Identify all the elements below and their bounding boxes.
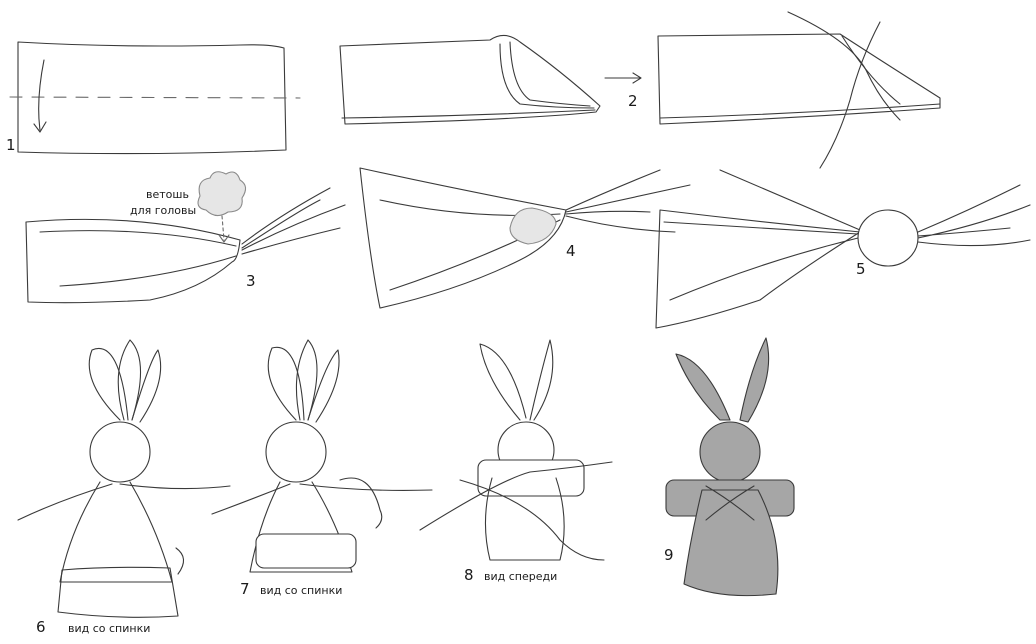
thread [820, 22, 880, 168]
body [684, 490, 778, 596]
step-2-rolled [658, 12, 940, 168]
step-8-doll [420, 340, 612, 560]
step-5-doll [656, 170, 1030, 328]
arm-roll [256, 534, 356, 568]
step-6-caption: вид со спинки [68, 622, 150, 635]
step-4-number: 4 [566, 242, 576, 260]
step-7-caption: вид со спинки [260, 584, 342, 597]
step-1-number: 1 [6, 136, 16, 154]
step-3-note-line1: ветошь [146, 188, 189, 201]
step-9-number: 9 [664, 546, 674, 564]
step-2-fabric [340, 35, 641, 124]
step-8-number: 8 [464, 566, 474, 584]
step-5-number: 5 [856, 260, 866, 278]
curl-arrow [176, 548, 184, 574]
step-3-note-line2: для головы [130, 204, 196, 217]
curl-arrow [340, 478, 382, 528]
step-4-fabric [360, 168, 690, 308]
step-9-bunny [666, 338, 794, 596]
fabric-ends [918, 185, 1030, 246]
stuffing [510, 208, 556, 244]
fold-line [10, 97, 300, 98]
step-3-number: 3 [246, 272, 256, 290]
step-8-caption: вид спереди [484, 570, 557, 583]
step-6-doll [18, 340, 230, 617]
step-1-fabric [10, 42, 300, 154]
fabric-ends [242, 188, 345, 254]
step-6-number: 6 [36, 618, 46, 636]
thread [788, 12, 900, 120]
thread [18, 484, 230, 520]
arm-roll [478, 460, 584, 496]
stuffing [198, 172, 246, 216]
step-7-doll [212, 340, 432, 572]
step-7-number: 7 [240, 580, 250, 598]
step-2-number: 2 [628, 92, 638, 110]
fold-arrow [39, 60, 44, 130]
